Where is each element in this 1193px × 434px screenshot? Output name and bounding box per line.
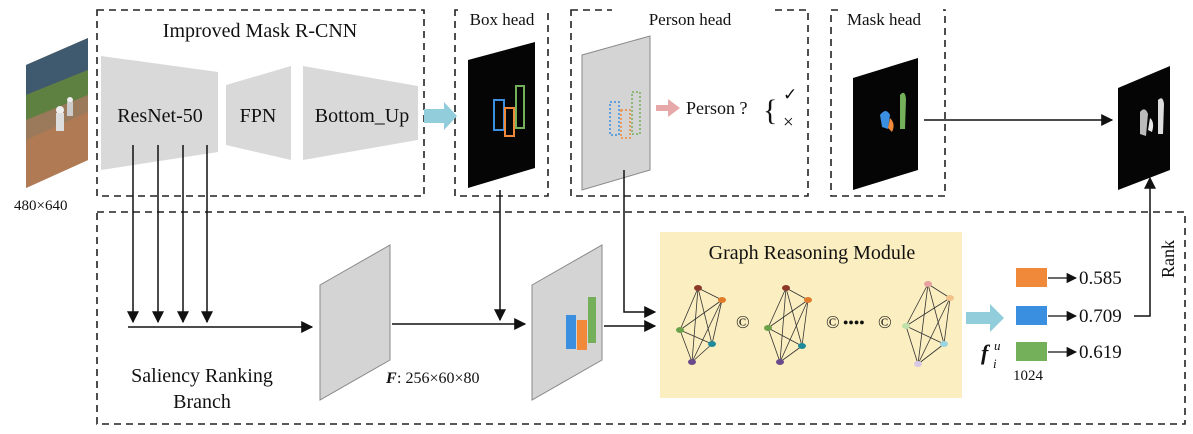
feature-symbol: F xyxy=(385,370,397,387)
person-head-map xyxy=(581,35,651,191)
graph-ellipsis: ●●●● xyxy=(843,317,865,327)
backbone-taps xyxy=(127,145,314,333)
check-mark: ✓ xyxy=(783,85,797,104)
bottom-up-block xyxy=(303,66,418,160)
person-question: Person ? xyxy=(686,98,748,118)
person-head-title: Person head xyxy=(649,10,732,29)
feature-map-F xyxy=(319,244,391,401)
feature-dim-label: 1024 xyxy=(1013,368,1044,384)
score-value-2: 0.709 xyxy=(1079,306,1122,327)
graph-1 xyxy=(676,285,726,365)
feature-vector-superscript: u xyxy=(994,338,1001,353)
box-head-map xyxy=(468,42,535,188)
score-bar-2 xyxy=(1016,306,1047,325)
box-head-box xyxy=(454,9,549,197)
fpn-label: FPN xyxy=(240,105,277,127)
feature-dims: : 256×60×80 xyxy=(397,370,480,387)
score-bar-1 xyxy=(1016,268,1047,287)
person-brace: { xyxy=(763,94,777,127)
graph-3 xyxy=(902,281,954,367)
bottom-up-label: Bottom_Up xyxy=(315,105,409,127)
mask-rcnn-box xyxy=(96,9,425,197)
graph-2 xyxy=(764,285,812,365)
saliency-branch-box xyxy=(96,211,1186,425)
input-image xyxy=(26,38,88,188)
graph-module-title: Graph Reasoning Module xyxy=(709,242,916,264)
input-size-label: 480×640 xyxy=(14,198,67,214)
score-value-3: 0.619 xyxy=(1079,342,1122,363)
mask-head-box xyxy=(830,9,946,197)
resnet-label: ResNet-50 xyxy=(117,105,203,127)
feature-vector-subscript: i xyxy=(993,356,997,371)
mask-rcnn-title: Improved Mask R-CNN xyxy=(163,20,357,42)
cyan-arrow-2 xyxy=(966,304,1004,332)
score-value-1: 0.585 xyxy=(1079,268,1122,289)
feature-vector-symbol: f xyxy=(981,340,991,365)
cyan-arrow-1 xyxy=(424,102,457,130)
concat-symbol-1: © xyxy=(736,312,750,332)
saliency-label-line2: Branch xyxy=(173,391,231,413)
box-head-title: Box head xyxy=(470,10,535,29)
rank-label: Rank xyxy=(1158,240,1178,278)
mask-head-title: Mask head xyxy=(847,10,922,29)
score-bar-3 xyxy=(1016,342,1047,361)
cross-mark: × xyxy=(783,112,794,133)
fpn-block xyxy=(226,66,291,160)
rank-arrow xyxy=(1134,176,1156,317)
saliency-label-line1: Saliency Ranking xyxy=(131,365,273,387)
resnet-block xyxy=(101,56,218,170)
person-head-box xyxy=(570,9,809,197)
personhead-to-graph-arrow xyxy=(623,170,657,318)
concat-symbol-2: © xyxy=(826,312,840,332)
concat-symbol-3: © xyxy=(878,312,892,332)
pink-arrow xyxy=(656,99,680,117)
